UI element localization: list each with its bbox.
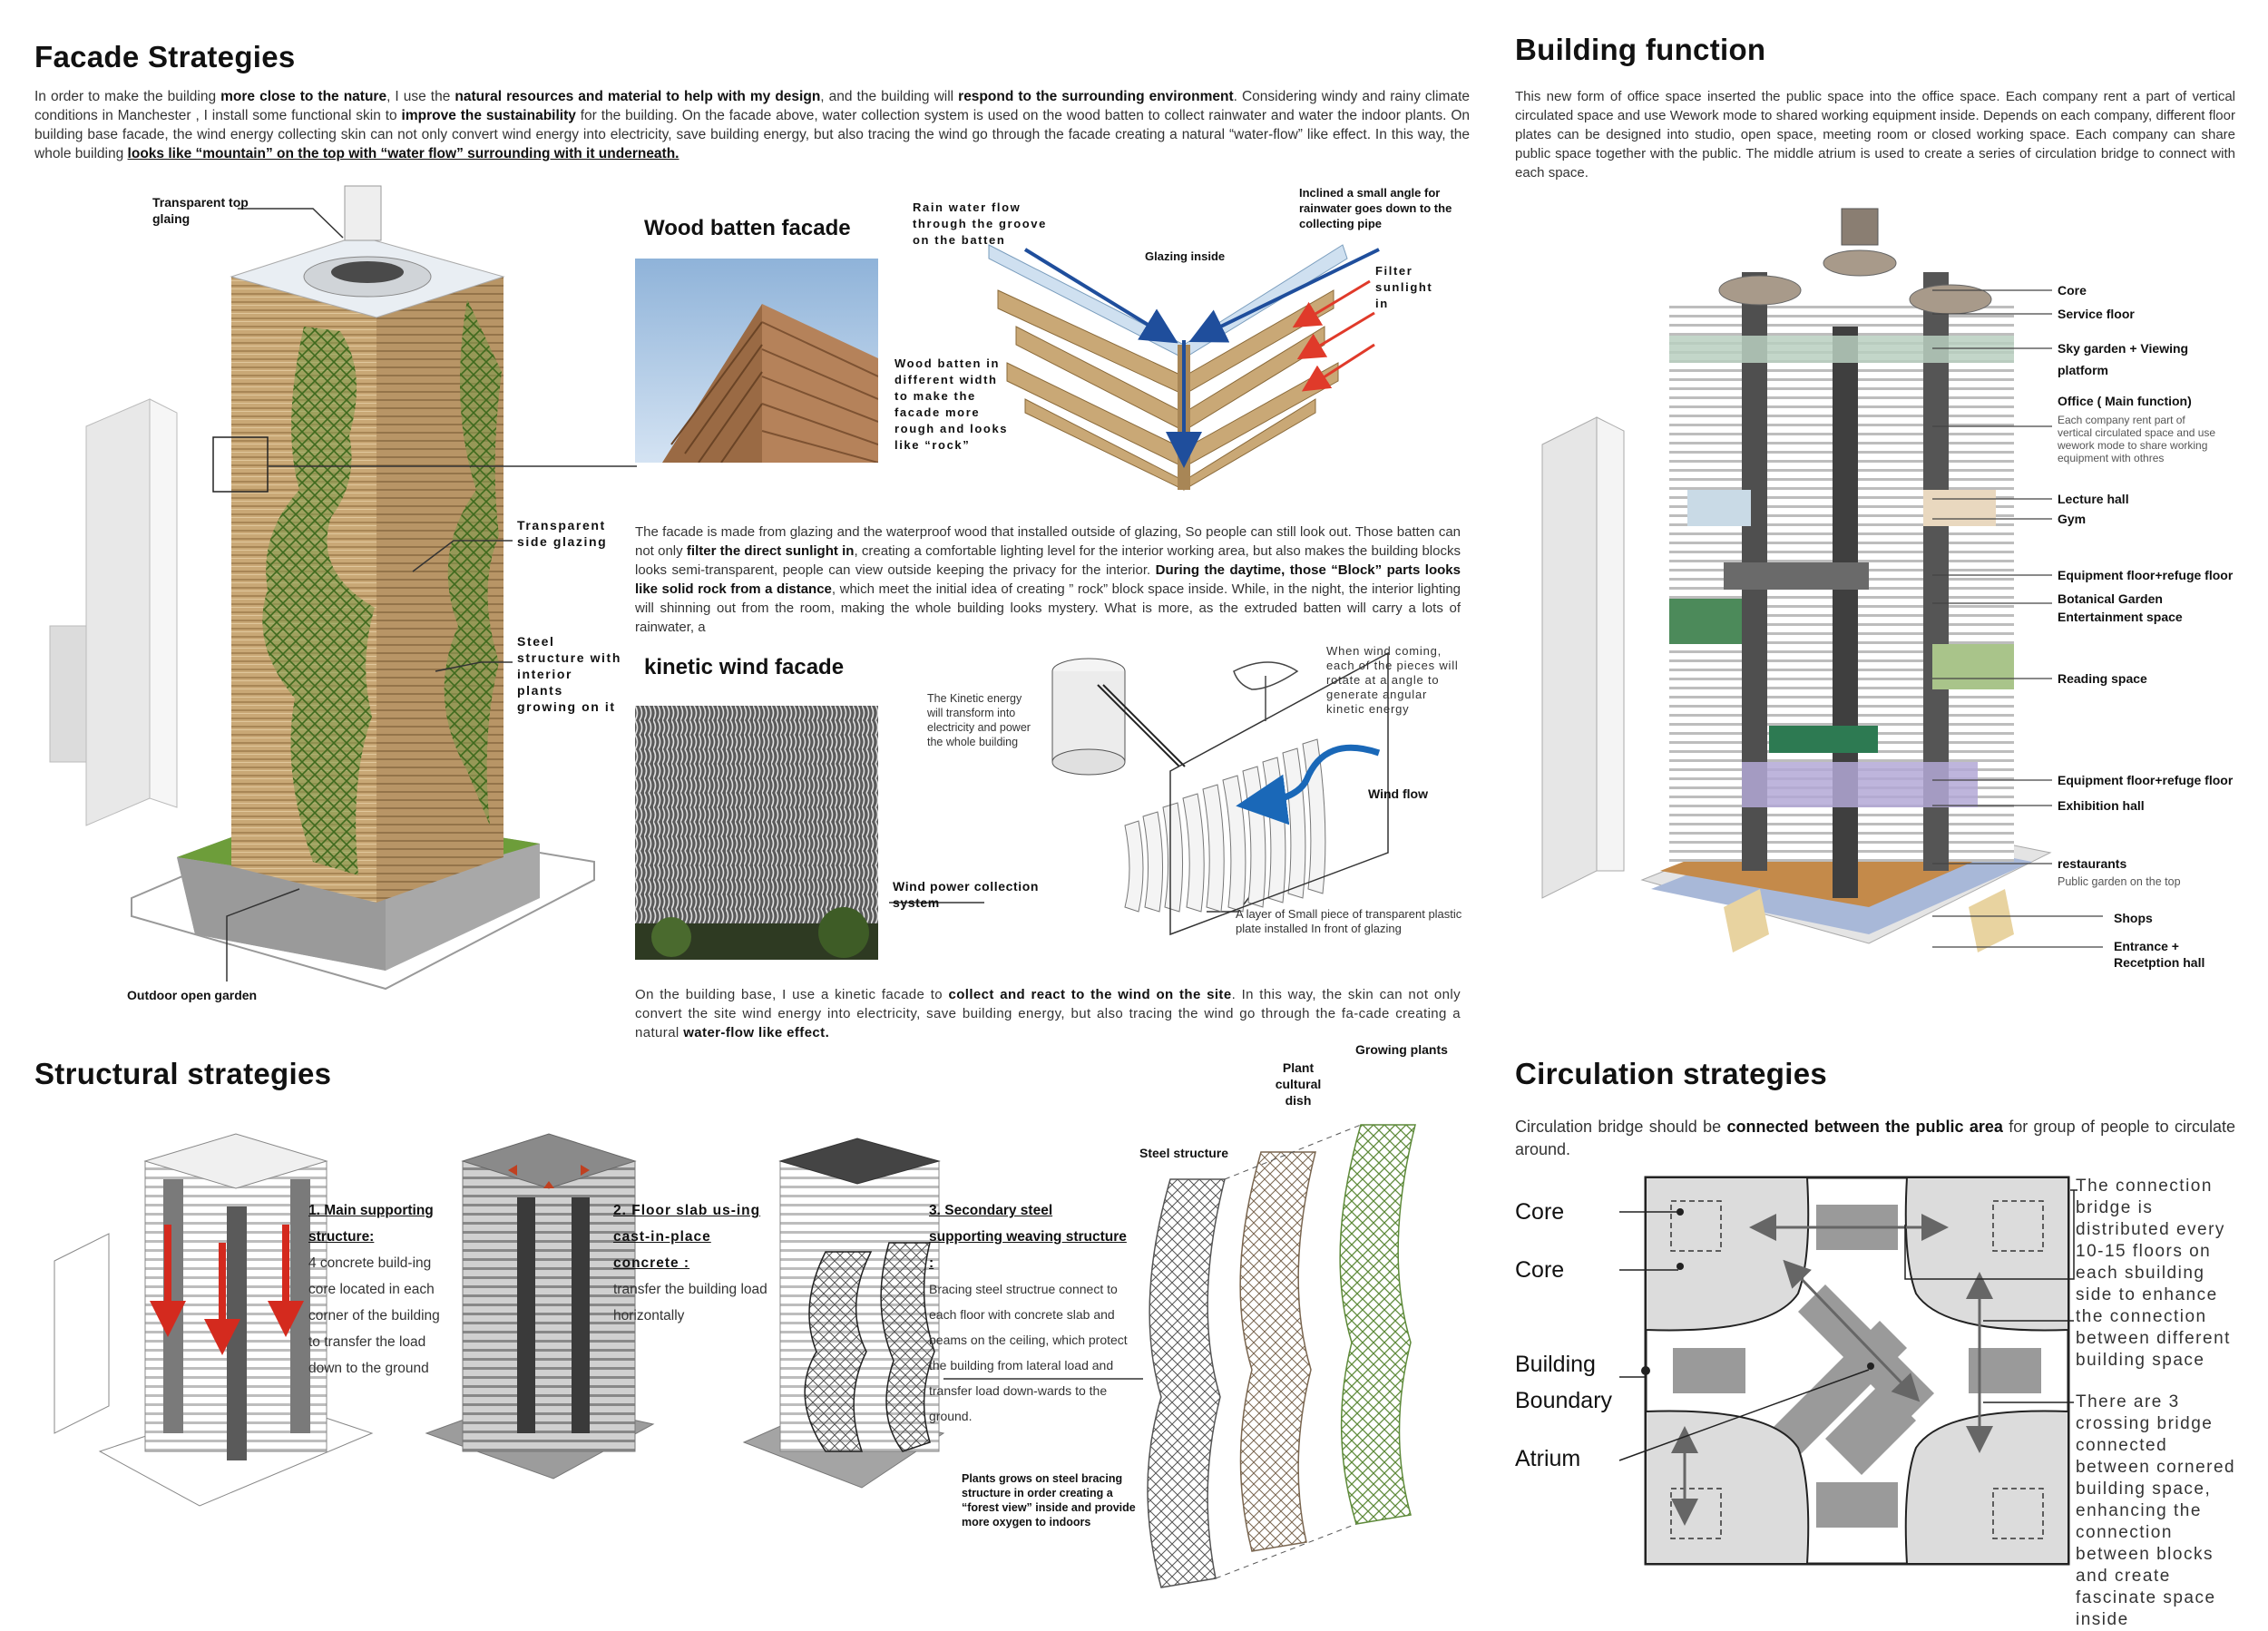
text-segment: for the building. On the facade above, w… [34,108,1470,161]
label-filter-sunlight: Filter sunlight in [1375,264,1433,310]
text-segment: , and the building will [820,89,959,104]
func-label-entrance: Entrance + Recetption hall [2114,939,2205,970]
func-label-shops: Shops [2114,911,2153,925]
label-plants-note: Plants grows on steel bracing structure … [962,1472,1136,1528]
func-label-core: Core [2058,283,2087,298]
step1: 1. Main supporting structure: 4 concrete… [308,1203,440,1376]
circ-label-atrium: Atrium [1515,1446,1581,1471]
label-wood-batten: Wood batten in different width to make t… [894,356,1009,452]
circulation-title: Circulation strategies [1515,1057,1828,1090]
text-segment: The facade is made from glazing and the … [635,524,1461,559]
label-side-glazing: Transparent side glazing [517,518,608,549]
kinetic-diagram [1051,651,1389,936]
label-plant-dish: Plant cultural dish [1275,1060,1322,1108]
wood-batten-diagram [988,244,1380,491]
func-label-equipment-1: Equipment floor+refuge floor [2058,568,2234,582]
label-steel-structure: Steel structure with interior plants gro… [517,634,621,714]
func-label-exhibition: Exhibition hall [2058,798,2145,813]
func-label-botanical: Botanical Garden Entertainment space [2058,591,2183,624]
func-label-restaurants-sub: Public garden on the top [2058,875,2181,888]
facade-intro: In order to make the building more close… [34,87,1470,163]
label-outdoor-garden: Outdoor open garden [127,988,258,1002]
label-glazing-inside: Glazing inside [1145,249,1226,263]
func-label-gym: Gym [2058,512,2087,526]
func-label-office-sub: Each company rent part of vertical circu… [2058,414,2216,464]
text-segment: more close to the nature [220,89,387,104]
label-incline: Inclined a small angle for rainwater goe… [1299,186,1452,230]
label-top-glazing: Transparent top glaing [152,195,249,226]
func-label-lecture: Lecture hall [2058,492,2129,506]
func-label-equipment-2: Equipment floor+refuge floor [2058,773,2234,787]
text-segment: improve the sustainability [401,108,576,123]
structural-diagrams [54,1124,1416,1588]
label-wind-collection: Wind power collection system [893,879,1040,910]
text-segment: collect and react to the wind on the sit… [948,987,1232,1002]
circ-note-crossing: There are 3 crossing bridge connected be… [2076,1392,2236,1629]
func-label-restaurants: restaurants [2058,856,2127,871]
circulation-plan [1641,1176,2070,1566]
text-segment: respond to the surrounding environment [958,89,1234,104]
kinetic-description: On the building base, I use a kinetic fa… [635,985,1461,1042]
circ-label-core-1: Core [1515,1199,1565,1225]
wood-batten-description: The facade is made from glazing and the … [635,523,1461,637]
func-label-office: Office ( Main function) [2058,394,2192,408]
func-label-sky-garden: Sky garden + Viewing platform [2058,341,2189,377]
text-segment: filter the direct sunlight in [686,543,855,559]
label-steel-structure-2: Steel structure [1139,1146,1229,1160]
text-segment: During the daytime, those “Block” parts … [635,562,1461,597]
function-title: Building function [1515,33,1766,66]
step2: 2. Floor slab us-ing cast-in-place concr… [613,1203,767,1323]
label-growing-plants: Growing plants [1355,1042,1448,1057]
circulation-intro: Circulation bridge should be connected b… [1515,1118,2236,1158]
facade-title: Facade Strategies [34,40,296,73]
text-segment: On the building base, I use a kinetic fa… [635,987,949,1002]
text-segment: . In this way, the skin can not only con… [635,987,1461,1040]
func-label-reading: Reading space [2058,671,2147,686]
text-segment: , which meet the initial idea of creatin… [635,581,1461,635]
circ-label-boundary: Building Boundary [1515,1352,1613,1413]
text-segment: , creating a comfortable lighting level … [635,543,1461,578]
text-segment: natural resources and material to help w… [455,89,821,104]
text-segment: In order to make the building [34,89,221,104]
kinetic-title: kinetic wind facade [644,655,845,679]
label-plastic-layer: A layer of Small piece of transparent pl… [1236,907,1462,935]
step3: 3. Secondary steel supporting weaving st… [929,1203,1128,1423]
func-label-service: Service floor [2058,307,2135,321]
function-tower [1541,208,2052,952]
text-segment: . Considering windy and rainy climate co… [34,89,1470,123]
label-rain-flow: Rain water flow through the groove on th… [913,200,1047,247]
wood-batten-photo [635,259,878,463]
label-wind-flow: Wind flow [1368,786,1428,801]
function-intro: This new form of office space inserted t… [1515,89,2235,181]
main-tower [49,185,595,991]
label-wind-coming: When wind coming, each of the pieces wil… [1326,644,1459,716]
kinetic-photo [635,706,878,960]
label-kinetic-energy: The Kinetic energy will transform into e… [927,692,1031,748]
circ-note-bridges: The connection bridge is distributed eve… [2076,1177,2231,1370]
text-segment: , I use the [386,89,455,104]
text-segment: looks like “mountain” on the top with “w… [127,146,679,161]
text-segment: water-flow like effect. [683,1025,830,1040]
structural-title: Structural strategies [34,1057,332,1090]
circ-label-core-2: Core [1515,1257,1565,1283]
wood-batten-title: Wood batten facade [644,216,851,240]
